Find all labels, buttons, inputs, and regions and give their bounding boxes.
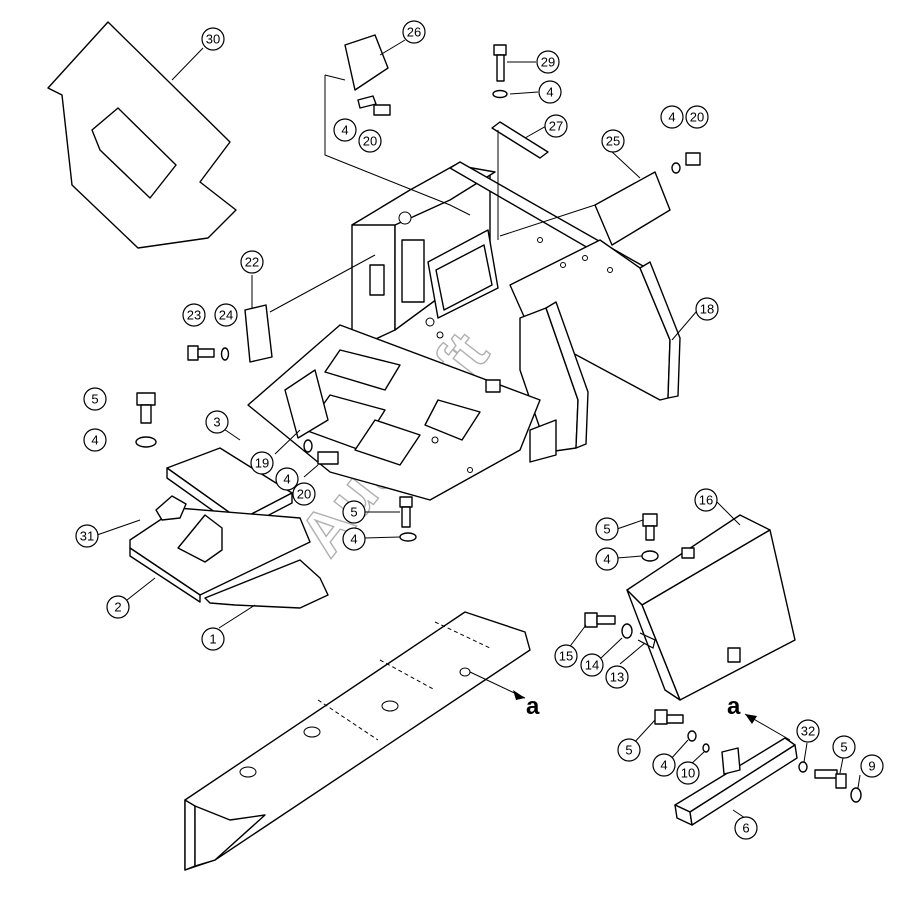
part-26-plate (344, 34, 391, 116)
svg-text:31: 31 (80, 529, 94, 544)
reference-letter-a-beam: a (526, 693, 540, 720)
callout-30: 30 (201, 27, 225, 51)
callout-15: 15 (554, 644, 578, 668)
svg-text:4: 4 (546, 85, 553, 100)
callout-4-mid: 4 (275, 467, 299, 491)
svg-text:2: 2 (114, 600, 121, 615)
callout-5-left: 5 (83, 387, 107, 411)
svg-text:23: 23 (187, 308, 201, 323)
svg-text:10: 10 (681, 766, 695, 781)
callout-24: 24 (214, 303, 238, 327)
svg-text:4: 4 (668, 110, 675, 125)
svg-text:4: 4 (341, 123, 348, 138)
callout-4-bottom: 4 (652, 753, 676, 777)
callout-4-mid2: 4 (342, 527, 366, 551)
part-25-cover (594, 152, 701, 246)
svg-text:30: 30 (206, 32, 220, 47)
svg-text:5: 5 (603, 522, 610, 537)
callout-2: 2 (106, 595, 130, 619)
leader-lines (96, 39, 861, 819)
callout-5-right: 5 (595, 517, 619, 541)
callout-1: 1 (201, 627, 225, 651)
callout-5-bottom: 5 (617, 738, 641, 762)
callout-4-right: 4 (595, 547, 619, 571)
part-22-plate (187, 304, 273, 363)
svg-text:5: 5 (625, 743, 632, 758)
part-16-panel (626, 513, 796, 701)
callout-27: 27 (544, 114, 568, 138)
svg-text:20: 20 (297, 487, 311, 502)
callout-23: 23 (182, 303, 206, 327)
callout-4-plate25: 4 (660, 105, 684, 129)
part-6-bar (654, 709, 862, 826)
callout-18: 18 (695, 297, 719, 321)
callout-31: 31 (75, 524, 99, 548)
callout-26: 26 (402, 20, 426, 44)
svg-text:20: 20 (690, 110, 704, 125)
callout-9: 9 (860, 754, 884, 778)
callout-13: 13 (605, 665, 629, 689)
part-27-strip (491, 121, 549, 159)
callout-4-plate26: 4 (333, 118, 357, 142)
center-fasteners (303, 439, 417, 542)
svg-text:5: 5 (350, 505, 357, 520)
svg-text:15: 15 (559, 649, 573, 664)
callout-5-mid: 5 (342, 500, 366, 524)
svg-text:19: 19 (255, 456, 269, 471)
svg-text:18: 18 (700, 302, 714, 317)
svg-text:16: 16 (699, 493, 713, 508)
svg-text:14: 14 (585, 658, 599, 673)
svg-text:4: 4 (660, 758, 667, 773)
svg-text:4: 4 (350, 532, 357, 547)
callout-19: 19 (250, 451, 274, 475)
svg-text:5: 5 (840, 740, 847, 755)
part-29-bolt (492, 44, 508, 99)
callout-20-plate26: 20 (358, 129, 382, 153)
svg-text:4: 4 (283, 472, 290, 487)
svg-text:25: 25 (606, 134, 620, 149)
callout-16: 16 (694, 488, 718, 512)
callout-6: 6 (734, 816, 758, 840)
reference-letter-a-bar: a (727, 693, 741, 720)
svg-text:3: 3 (213, 415, 220, 430)
svg-text:9: 9 (868, 759, 875, 774)
part-30-cover (47, 21, 237, 249)
svg-text:13: 13 (610, 670, 624, 685)
callout-5-bottom2: 5 (832, 735, 856, 759)
svg-text:20: 20 (363, 134, 377, 149)
callout-4-left: 4 (83, 428, 107, 452)
callout-29: 29 (536, 50, 560, 74)
long-beam (184, 611, 531, 871)
svg-text:24: 24 (219, 308, 233, 323)
callout-25: 25 (601, 129, 625, 153)
svg-text:6: 6 (742, 821, 749, 836)
callout-32: 32 (796, 719, 820, 743)
svg-text:32: 32 (801, 724, 815, 739)
pin-fasteners (584, 612, 656, 649)
callout-4-top: 4 (538, 80, 562, 104)
callout-10: 10 (676, 761, 700, 785)
svg-text:22: 22 (245, 255, 259, 270)
svg-text:4: 4 (603, 552, 610, 567)
svg-text:5: 5 (91, 392, 98, 407)
svg-text:26: 26 (407, 25, 421, 40)
callout-20-mid: 20 (292, 482, 316, 506)
callout-14: 14 (580, 653, 604, 677)
svg-text:1: 1 (209, 632, 216, 647)
callout-20-plate25: 20 (685, 105, 709, 129)
left-seat-assembly (129, 392, 329, 609)
svg-text:29: 29 (541, 55, 555, 70)
callout-3: 3 (205, 410, 229, 434)
svg-text:4: 4 (91, 433, 98, 448)
callout-22: 22 (240, 250, 264, 274)
svg-text:27: 27 (549, 119, 563, 134)
